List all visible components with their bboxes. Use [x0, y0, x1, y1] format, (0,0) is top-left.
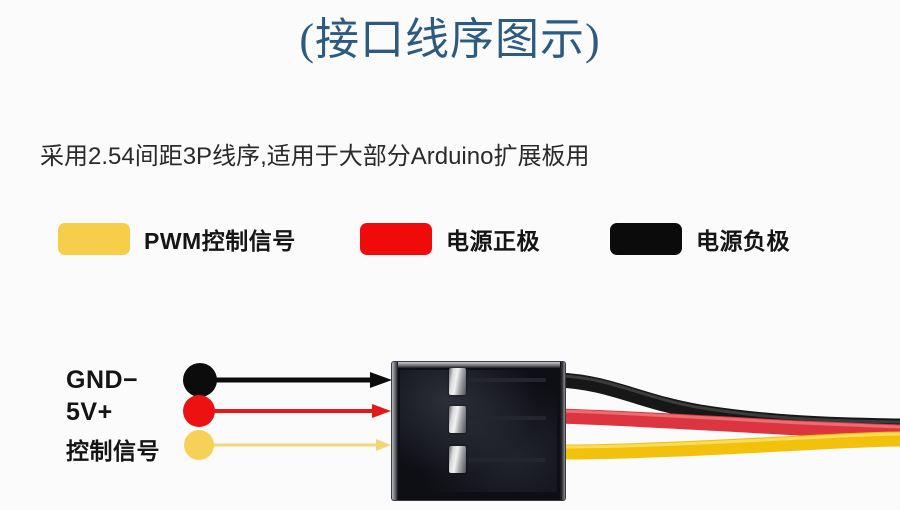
pin-label-signal: 控制信号: [66, 438, 160, 464]
connector-sheen: [400, 370, 557, 492]
legend-item-power-positive: 电源正极: [360, 216, 540, 262]
red-wire: [550, 408, 900, 440]
legend-item-power-negative: 电源负极: [610, 216, 790, 262]
dot-gnd: [183, 363, 217, 397]
yellow-wire-highlight: [558, 432, 900, 449]
arrow-gnd: [205, 372, 392, 388]
dot-5v: [183, 395, 215, 427]
legend-label-power-positive: 电源正极: [446, 228, 540, 254]
connector-top-bevel: [392, 362, 565, 368]
red-wire-highlight: [558, 409, 900, 429]
legend-item-pwm: PWM控制信号: [58, 216, 296, 262]
connector-pin-3: [449, 446, 466, 473]
arrow-signal: [205, 439, 391, 451]
connector-diagram: GND− 5V+ 控制信号: [0, 340, 900, 500]
wire-color-legend: PWM控制信号 电源正极 电源负极: [0, 216, 900, 262]
connector-left-bevel: [392, 362, 398, 500]
connector-groove-2: [468, 416, 546, 420]
yellow-swatch: [58, 223, 130, 255]
pin-label-gnd: GND−: [66, 366, 139, 394]
yellow-wire: [550, 431, 900, 460]
dupont-connector-housing: [392, 362, 565, 500]
page-title: (接口线序图示): [299, 15, 601, 64]
connector-groove-3: [468, 458, 546, 462]
dot-signal: [184, 430, 214, 460]
connector-pin-2: [449, 406, 466, 433]
legend-label-power-negative: 电源负极: [696, 228, 790, 254]
black-wire-highlight: [560, 374, 900, 424]
wire-bundle: [550, 372, 900, 460]
connector-groove-1: [468, 378, 546, 382]
subtitle-text: 采用2.54间距3P线序,适用于大部分Arduino扩展板用: [40, 143, 590, 170]
red-swatch: [360, 223, 432, 255]
pin-label-5v: 5V+: [66, 398, 113, 426]
arrow-5v: [205, 404, 391, 418]
black-swatch: [610, 223, 682, 255]
pointer-arrows: [205, 372, 392, 451]
connector-pin-1: [449, 368, 466, 395]
connector-right-bevel: [560, 362, 565, 500]
legend-label-pwm: PWM控制信号: [144, 228, 296, 254]
